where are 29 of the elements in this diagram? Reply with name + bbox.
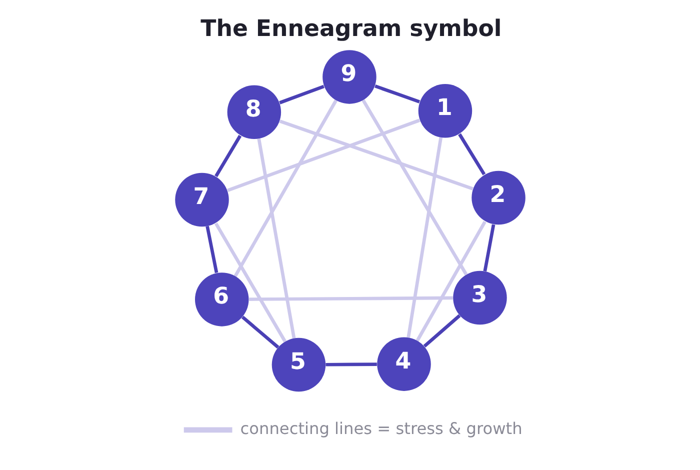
diagram-title: The Enneagram symbol <box>200 16 502 42</box>
connector <box>278 120 473 190</box>
connector <box>482 224 495 272</box>
connector <box>240 316 279 349</box>
connector <box>361 99 468 276</box>
node-circle: 2 <box>471 170 525 225</box>
connector <box>374 84 420 104</box>
node-circle: 7 <box>174 172 228 227</box>
connector <box>406 137 442 338</box>
legend-label: connecting lines = stress & growth <box>240 419 522 438</box>
connector <box>214 134 242 178</box>
connector <box>248 296 452 301</box>
connector <box>214 222 286 342</box>
node-circle: 3 <box>452 270 506 325</box>
node-circle: 5 <box>271 338 326 392</box>
node-circle: 1 <box>418 84 472 138</box>
node-circle: 6 <box>194 272 248 326</box>
connector <box>422 314 460 348</box>
connector <box>233 100 338 277</box>
node-circle: 9 <box>322 50 376 104</box>
connector <box>415 220 486 342</box>
connector <box>205 226 218 274</box>
connector <box>278 84 324 104</box>
node-circle: 8 <box>226 85 281 140</box>
connector <box>226 118 420 192</box>
node-circle: 4 <box>376 337 430 391</box>
connector <box>256 138 296 339</box>
connector <box>325 362 376 366</box>
connector <box>458 133 486 176</box>
